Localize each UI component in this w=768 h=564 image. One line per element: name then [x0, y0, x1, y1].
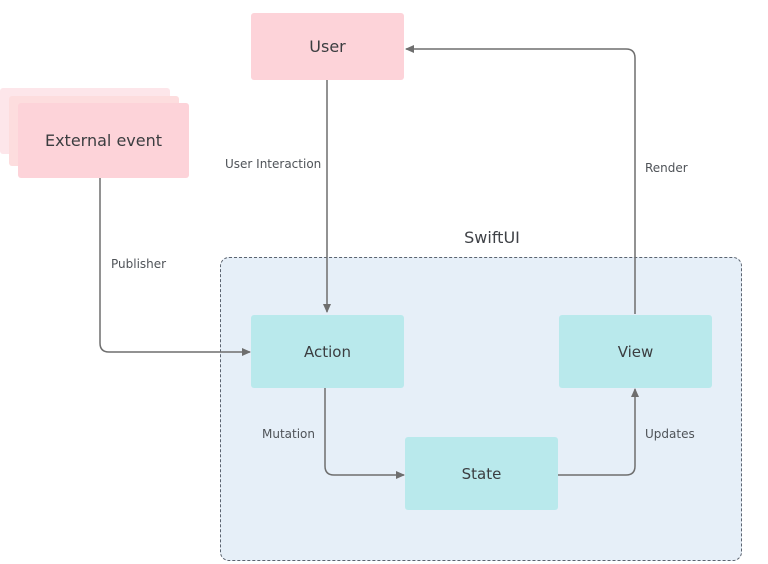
updates-label: Updates [645, 427, 695, 441]
publisher-label: Publisher [111, 257, 167, 271]
view-node: View [559, 315, 712, 388]
mutation-label: Mutation [262, 427, 316, 441]
swiftui-group-title: SwiftUI [464, 228, 520, 247]
action-node: Action [251, 315, 404, 388]
edge-action-to-state [324, 388, 405, 479]
user-node: User [251, 13, 404, 80]
edge-external-to-action [99, 178, 251, 356]
edge-view-to-user [405, 45, 636, 314]
edge-state-to-view [558, 388, 639, 476]
swiftui-group [220, 257, 742, 561]
external-event-node: External event [18, 103, 189, 178]
state-node: State [405, 437, 558, 510]
render-label: Render [645, 161, 688, 175]
user-interaction-label: User Interaction [225, 157, 322, 171]
